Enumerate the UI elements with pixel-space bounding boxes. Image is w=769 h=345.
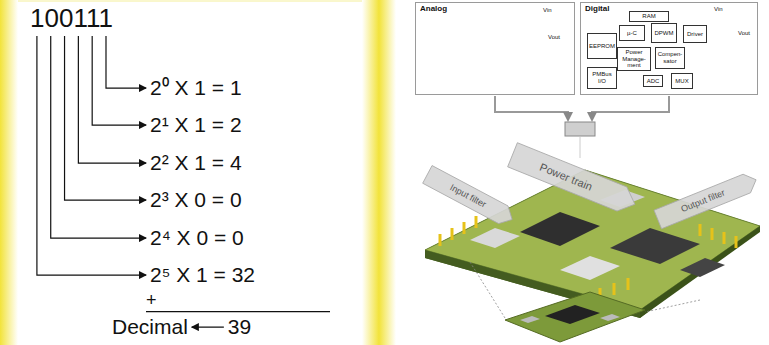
flow-bands — [423, 143, 760, 229]
power-term: 2⁵ X 1 = 32 — [150, 263, 255, 287]
block-label: PMBus I/O — [589, 71, 615, 84]
block-label: MUX — [675, 78, 688, 85]
leader-line — [65, 36, 146, 200]
pin — [627, 278, 630, 290]
function-block: PMBus I/O — [587, 67, 617, 89]
voltage-label: Vout — [738, 30, 750, 37]
pin — [475, 216, 478, 228]
leader-line — [106, 36, 146, 88]
binary-number: 100111 — [30, 4, 113, 34]
band-label: Input filter — [448, 182, 488, 210]
yellow-strip — [0, 0, 18, 345]
pin — [463, 222, 466, 234]
block-label: EEPROM — [589, 43, 615, 50]
result-value: 39 — [228, 315, 251, 339]
power-term: 2³ X 0 = 0 — [150, 188, 242, 212]
top-rule — [18, 1, 362, 2]
block-label: µ-C — [627, 30, 637, 37]
pin — [439, 234, 442, 246]
pin — [613, 283, 616, 295]
result-arrow — [192, 326, 224, 327]
function-block: DPWM — [651, 23, 677, 43]
power-term: 2¹ X 1 = 2 — [150, 113, 242, 137]
power-term: 2⁰ X 1 = 1 — [150, 76, 242, 100]
pin — [699, 224, 702, 236]
function-block: Power Manage-ment — [617, 47, 651, 71]
pin — [723, 232, 726, 244]
function-block: Compen-sator — [655, 47, 685, 69]
result-name: Decimal — [112, 315, 188, 339]
sum-rule — [146, 311, 330, 312]
block-label: Compen-sator — [657, 51, 683, 64]
chip — [565, 122, 595, 136]
yellow-strip — [362, 0, 396, 345]
block-label: RAM — [642, 13, 655, 20]
function-block: Driver — [683, 25, 707, 43]
power-term: 2⁴ X 0 = 0 — [150, 226, 244, 250]
voltage-label: Vout — [548, 34, 560, 41]
function-block: µ-C — [619, 25, 645, 41]
leader-lines — [37, 36, 330, 327]
block-label: Driver — [687, 31, 703, 38]
function-block: EEPROM — [587, 33, 617, 59]
plus-sign: + — [146, 290, 157, 311]
leader-line — [78, 36, 146, 163]
function-block: MUX — [671, 73, 693, 89]
power-term: 2² X 1 = 4 — [150, 151, 242, 175]
pin — [451, 228, 454, 240]
voltage-label: Vin — [714, 6, 723, 13]
leader-line — [580, 137, 581, 158]
voltage-label: Vin — [543, 7, 552, 14]
leader-line — [51, 36, 146, 238]
band-label: Output filter — [679, 187, 726, 214]
leader-line — [37, 36, 146, 275]
function-block: RAM — [629, 11, 669, 22]
block-label: ADC — [647, 78, 660, 85]
merge-arrows — [495, 96, 669, 120]
pin — [735, 236, 738, 248]
leader-line — [92, 36, 146, 125]
block-panel: DigitalRAM µ-C DPWM DriverEEPROM Power Manag… — [580, 2, 758, 95]
pin — [711, 228, 714, 240]
pins — [440, 216, 736, 300]
block-label: DPWM — [655, 30, 674, 37]
block-label: Power Manage-ment — [619, 49, 649, 69]
block-panel: Analog — [415, 2, 575, 95]
module — [470, 262, 700, 342]
function-block: ADC — [643, 75, 663, 87]
panel-heading: Digital — [581, 3, 757, 16]
band-label: Power train — [538, 161, 594, 194]
